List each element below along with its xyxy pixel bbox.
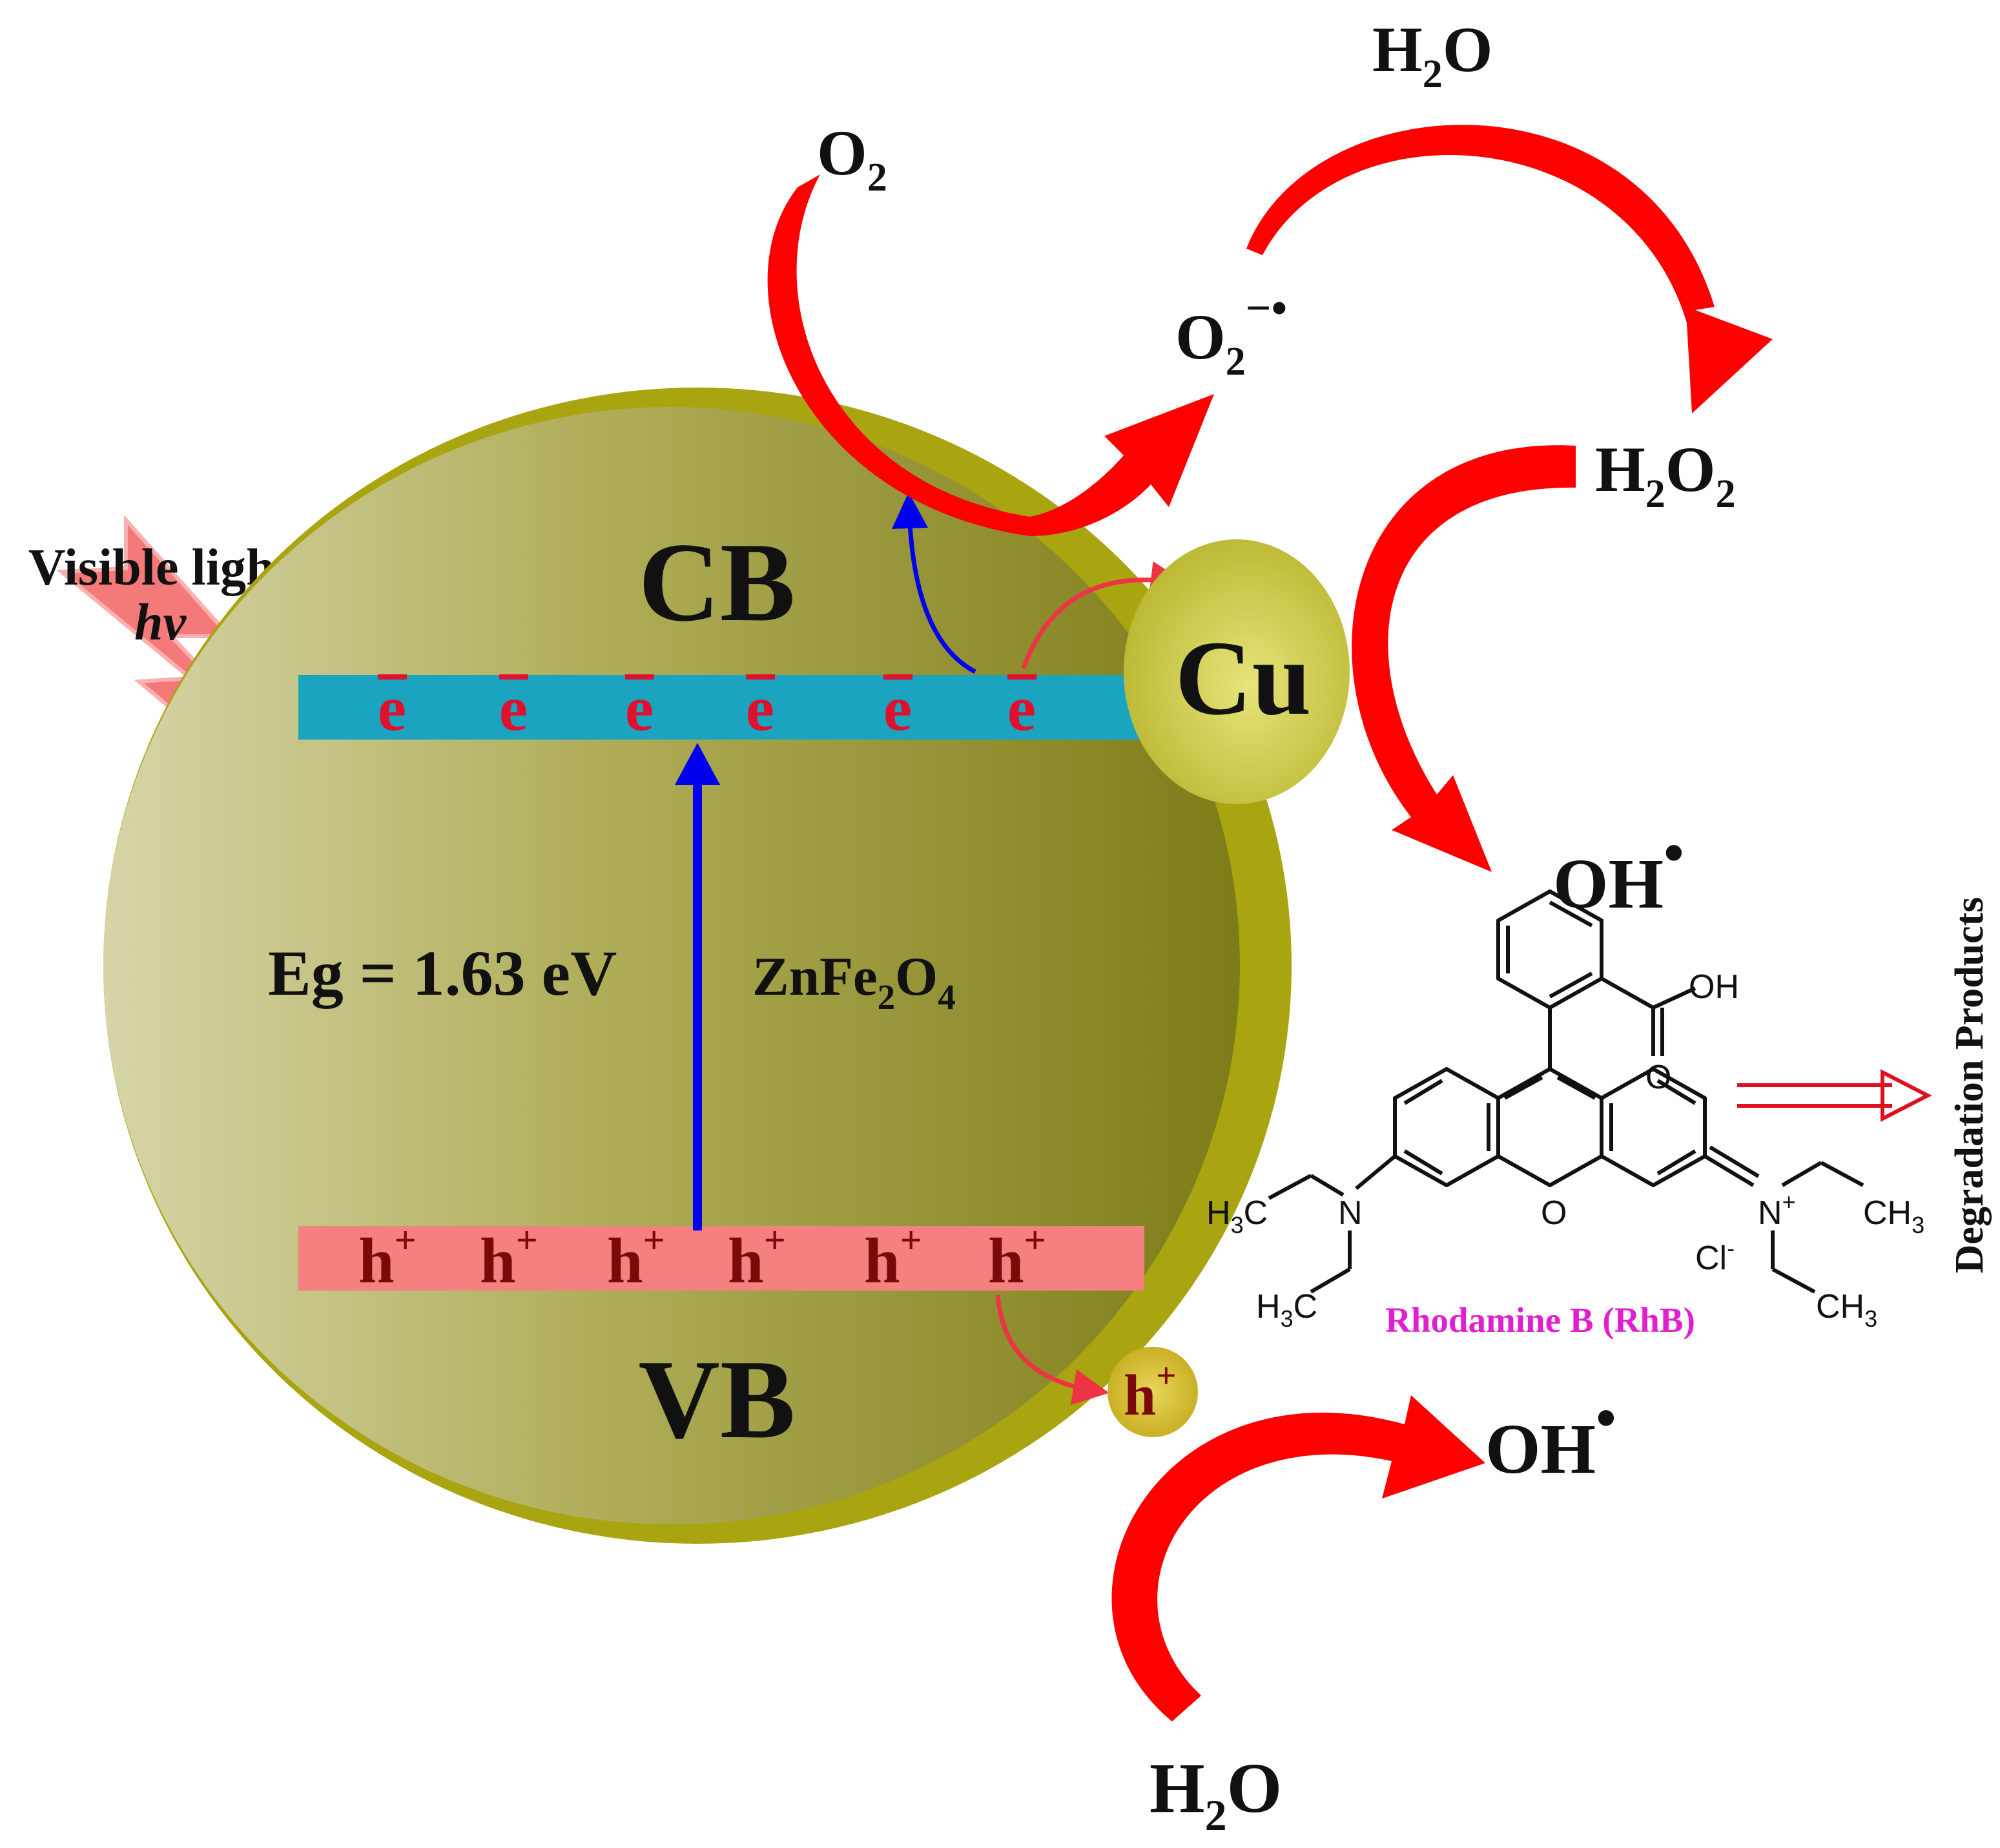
hole: h+: [607, 1219, 665, 1296]
ch3-bottom-label: CH3: [1816, 1288, 1877, 1332]
oh-radical-top-label: OH•: [1553, 821, 1684, 923]
rhodamine-b-name: Rhodamine B (RhB): [1385, 1300, 1695, 1340]
h2o2-to-oh-arrow: [1352, 445, 1576, 872]
water-to-oh-arrow: [1111, 1395, 1485, 1721]
degradation-arrow: [1737, 1069, 1932, 1122]
o2-to-superoxide-arrow: [767, 174, 1214, 536]
surface-hole-particle: [1108, 1347, 1198, 1437]
hole: h+: [988, 1219, 1046, 1296]
electron: e: [746, 672, 775, 744]
band-gap-label: Eg = 1.63 eV: [268, 937, 617, 1009]
hole: h+: [480, 1219, 538, 1296]
electron: e: [625, 672, 654, 744]
h3c-bottom-label: H3C: [1256, 1288, 1317, 1332]
surface-hole-label: h+: [1124, 1356, 1176, 1428]
svg-text:e: e: [883, 672, 912, 744]
hole: h+: [358, 1219, 417, 1296]
oh-radical-bottom-label: OH•: [1485, 1386, 1616, 1488]
h2o-top-label: H2O: [1372, 14, 1493, 96]
visible-light-label: Visible light: [28, 539, 293, 596]
electron: e: [499, 672, 528, 744]
h2o-bottom-label: H2O: [1149, 1749, 1282, 1840]
electron-to-cu-arrow: [1021, 561, 1187, 670]
cu-particle: [1124, 539, 1350, 804]
svg-text:e: e: [499, 672, 528, 744]
cb-label: CB: [638, 519, 795, 645]
hole: h+: [728, 1219, 786, 1296]
hv-label: hv: [134, 594, 187, 651]
left-ring: [1393, 1067, 1500, 1187]
left-n-label: N: [1338, 1194, 1363, 1232]
h2o2-label: H2O2: [1595, 433, 1736, 516]
svg-text:e: e: [378, 672, 406, 744]
o2-label: O2: [817, 117, 887, 200]
electron: e: [1007, 672, 1036, 744]
electron: e: [883, 672, 912, 744]
carboxyl-oh-label: OH: [1689, 968, 1739, 1006]
excitation-arrow-head: [675, 743, 720, 785]
catalyst-label: ZnFe2O4: [752, 946, 956, 1017]
rhodamine-b-atoms: OH O O N N+ H3C H3C CH3 CH3 Cl-: [1206, 968, 1924, 1332]
conduction-band: [298, 675, 1144, 740]
electron: e: [378, 672, 407, 744]
rhodamine-b-structure: [1268, 889, 1864, 1294]
hole: h+: [864, 1219, 922, 1296]
water-to-h2o2-arrow: [1246, 125, 1773, 413]
h3c-top-label: H3C: [1206, 1194, 1268, 1238]
electron-to-surface-arrow: [892, 492, 976, 674]
ring-oxygen-label: O: [1541, 1194, 1567, 1232]
central-ring: [1496, 1067, 1603, 1187]
chloride-label: Cl-: [1695, 1235, 1735, 1277]
hole-transfer-arrow: [995, 1294, 1109, 1406]
svg-text:e: e: [1007, 672, 1036, 744]
degradation-products-label: Degradation Products: [1948, 897, 1992, 1274]
holes: h+ h+ h+ h+ h+ h+: [358, 1219, 1046, 1296]
electrons: e e e e e e: [378, 672, 1036, 744]
svg-text:e: e: [625, 672, 654, 744]
right-n-label: N+: [1758, 1189, 1796, 1232]
cu-label: Cu: [1175, 619, 1312, 737]
carbonyl-o-label: O: [1645, 1059, 1671, 1096]
valence-band: [298, 1226, 1144, 1291]
ch3-top-label: CH3: [1863, 1194, 1924, 1238]
superoxide-label: O2−•: [1175, 284, 1287, 384]
vb-label: VB: [638, 1336, 795, 1462]
svg-text:e: e: [746, 672, 774, 744]
